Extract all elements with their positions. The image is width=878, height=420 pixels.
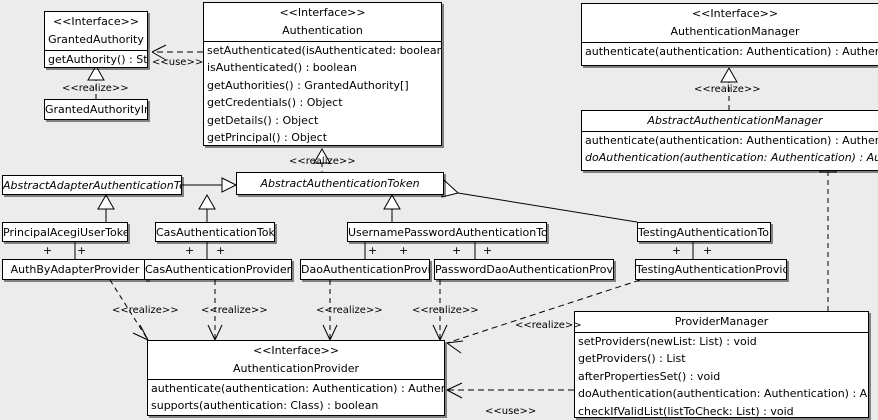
relationship-label-use-providermanager: <<use>> (485, 406, 537, 417)
operation: getAuthorities() : GrantedAuthority[] (207, 78, 409, 92)
class-name: DaoAuthenticationProvider (301, 263, 429, 276)
class-name: AbstractAdapterAuthenticationToken (3, 179, 181, 192)
relationship-label-use-authentication-grantedauthority: <<use>> (152, 57, 204, 68)
class-cas-authentication-token[interactable]: CasAuthenticationToken (155, 222, 275, 242)
class-name: CasAuthenticationToken (156, 226, 275, 239)
relationship-label-realize-grantedauthorityimpl: <<realize>> (62, 83, 129, 94)
class-name: AbstractAuthenticationManager (647, 114, 823, 127)
class-abstract-authentication-token[interactable]: AbstractAuthenticationToken (236, 172, 444, 195)
class-granted-authority-impl[interactable]: GrantedAuthorityImpl (44, 99, 148, 120)
operations-compartment: setAuthenticated(isAuthenticated: boolea… (204, 41, 441, 146)
operations-compartment: authenticate(authentication: Authenticat… (582, 131, 878, 167)
class-name: Authentication (282, 24, 363, 37)
class-name: AuthenticationProvider (232, 362, 360, 375)
relationship-label-realize-casauthenticationprovider: <<realize>> (201, 305, 268, 316)
class-name: ProviderManager (674, 315, 769, 328)
class-authentication-manager[interactable]: <<Interface>> AuthenticationManager auth… (581, 3, 878, 66)
association-plus: + (672, 244, 682, 257)
association-plus: + (483, 244, 493, 257)
class-name: TestingAuthenticationToken (638, 226, 770, 239)
operation: isAuthenticated() : boolean (207, 61, 357, 75)
class-name: GrantedAuthorityImpl (45, 103, 147, 116)
class-cas-authentication-provider[interactable]: CasAuthenticationProvider (144, 259, 292, 280)
relationship-label-realize-testingauthenticationprovider: <<realize>> (515, 320, 582, 331)
relationship-label-realize-authbyadapterprovider: <<realize>> (112, 305, 179, 316)
operations-compartment: authenticate(authentication: Authenticat… (148, 379, 444, 415)
operation: doAuthentication(authentication: Authent… (578, 387, 868, 401)
class-testing-authentication-provider[interactable]: TestingAuthenticationProvider (635, 259, 787, 280)
association-plus: + (368, 244, 378, 257)
class-granted-authority[interactable]: <<Interface>> GrantedAuthority getAuthor… (44, 11, 148, 68)
association-plus: + (43, 244, 53, 257)
class-header: <<Interface>> AuthenticationManager (582, 4, 878, 42)
class-header: <<Interface>> AuthenticationProvider (148, 341, 444, 379)
class-name: AuthByAdapterProvider (10, 263, 140, 276)
association-plus: + (703, 244, 713, 257)
class-name: TestingAuthenticationProvider (636, 263, 787, 276)
class-name: CasAuthenticationProvider (145, 263, 292, 276)
stereotype-label: <<Interface>> (691, 7, 779, 20)
operation: authenticate(authentication: Authenticat… (585, 45, 878, 58)
class-provider-manager[interactable]: ProviderManager setProviders(newList: Li… (574, 311, 869, 418)
class-name: GrantedAuthority (48, 33, 144, 46)
class-header: ProviderManager (575, 312, 868, 332)
stereotype-label: <<Interface>> (52, 15, 140, 28)
class-name: AbstractAuthenticationToken (260, 177, 420, 190)
association-plus: + (77, 244, 87, 257)
association-plus: + (216, 244, 226, 257)
operations-compartment: getAuthority() : String (45, 50, 147, 68)
association-plus: + (185, 244, 195, 257)
class-dao-authentication-provider[interactable]: DaoAuthenticationProvider (300, 259, 430, 280)
class-name: AuthenticationManager (670, 25, 800, 38)
stereotype-label: <<Interface>> (279, 6, 366, 19)
operation: getDetails() : Object (207, 113, 319, 127)
operation: getAuthority() : String (48, 53, 147, 66)
operation: setAuthenticated(isAuthenticated: boolea… (207, 44, 441, 57)
class-name: PasswordDaoAuthenticationProvider (435, 263, 614, 276)
operation: authenticate(authentication: Authenticat… (585, 134, 878, 147)
operation: afterPropertiesSet() : void (578, 369, 721, 383)
class-testing-authentication-token[interactable]: TestingAuthenticationToken (637, 222, 771, 242)
operation: getProviders() : List (578, 352, 686, 366)
class-header: AbstractAuthenticationManager (582, 111, 878, 131)
class-authentication-provider[interactable]: <<Interface>> AuthenticationProvider aut… (147, 340, 445, 416)
class-abstract-authentication-manager[interactable]: AbstractAuthenticationManager authentica… (581, 110, 878, 171)
operation: authenticate(authentication: Authenticat… (151, 382, 444, 395)
class-auth-by-adapter-provider[interactable]: AuthByAdapterProvider (2, 259, 148, 280)
operation: setProviders(newList: List) : void (578, 335, 757, 348)
operation: getPrincipal() : Object (207, 131, 328, 145)
relationship-label-realize-daoauthenticationprovider: <<realize>> (316, 305, 383, 316)
relationship-label-realize-passworddaoauthenticationprovider: <<realize>> (412, 305, 479, 316)
class-username-password-authentication-token[interactable]: UsernamePasswordAuthenticationToken (347, 222, 547, 242)
operations-compartment: authenticate(authentication: Authenticat… (582, 42, 878, 60)
relationship-label-realize-abstractauthenticationmanager: <<realize>> (694, 84, 761, 95)
operation: doAuthentication(authentication: Authent… (585, 151, 878, 165)
class-header: <<Interface>> GrantedAuthority (45, 12, 147, 50)
operation: supports(authentication: Class) : boolea… (151, 399, 379, 413)
class-header: <<Interface>> Authentication (204, 3, 441, 41)
operation: getCredentials() : Object (207, 96, 343, 110)
relationship-label-realize-abstractauthenticationtoken: <<realize>> (289, 156, 356, 167)
association-plus: + (452, 244, 462, 257)
class-password-dao-authentication-provider[interactable]: PasswordDaoAuthenticationProvider (434, 259, 614, 280)
class-name: UsernamePasswordAuthenticationToken (348, 226, 547, 239)
association-plus: + (399, 244, 409, 257)
operations-compartment: setProviders(newList: List) : void getPr… (575, 332, 868, 420)
stereotype-label: <<Interface>> (252, 344, 340, 357)
class-name: PrincipalAcegiUserToken (3, 226, 128, 239)
class-principal-acegi-user-token[interactable]: PrincipalAcegiUserToken (2, 222, 128, 242)
operation: checkIfValidList(listToCheck: List) : vo… (578, 404, 794, 418)
class-authentication[interactable]: <<Interface>> Authentication setAuthenti… (203, 2, 442, 146)
class-abstract-adapter-authentication-token[interactable]: AbstractAdapterAuthenticationToken (2, 175, 182, 195)
